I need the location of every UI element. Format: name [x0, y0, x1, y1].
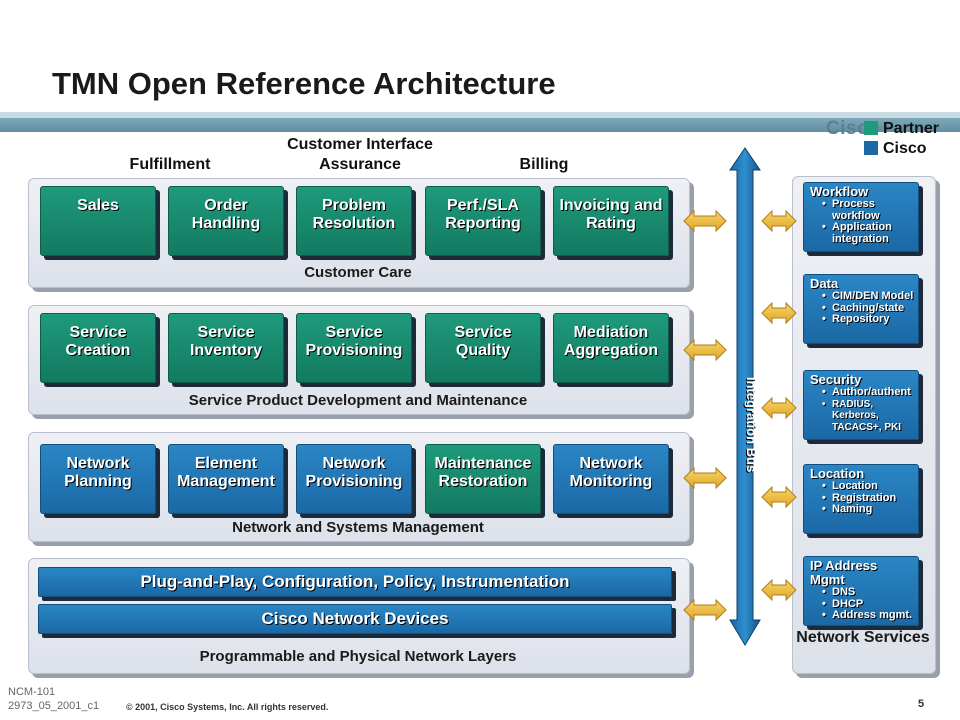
service-item: Naming	[822, 503, 914, 516]
service-item: Process workflow	[822, 198, 914, 222]
service-item: Repository	[822, 313, 914, 326]
service-item: DHCP	[822, 598, 914, 611]
service-item: Application integration	[822, 221, 914, 245]
box-sales: Sales	[40, 186, 156, 256]
service-ip-address-mgmt: IP Address Mgmt DNS DHCP Address mgmt.	[803, 556, 919, 626]
arrow-network-mgmt	[683, 466, 727, 490]
service-item: Registration	[822, 492, 914, 505]
network-services-label: Network Services	[796, 629, 930, 646]
arrow-physical	[683, 598, 727, 622]
column-billing: Billing	[519, 156, 569, 173]
service-workflow: Workflow Process workflow Application in…	[803, 182, 919, 252]
arrow-data	[761, 301, 797, 325]
footer-code: 2973_05_2001_c1	[8, 700, 100, 712]
legend-label-cisco: Cisco	[883, 140, 927, 157]
arrow-security	[761, 396, 797, 420]
box-network-provisioning: Network Provisioning	[296, 444, 412, 514]
box-service-provisioning: Service Provisioning	[296, 313, 412, 383]
box-service-inventory: Service Inventory	[168, 313, 284, 383]
service-data: Data CIM/DEN Model Caching/state Reposit…	[803, 274, 919, 344]
box-maintenance-restoration: Maintenance Restoration	[425, 444, 541, 514]
arrow-ip-address	[761, 578, 797, 602]
legend-label-partner: Partner	[883, 120, 940, 137]
service-item: CIM/DEN Model	[822, 290, 914, 303]
box-mediation-aggregation: Mediation Aggregation	[553, 313, 669, 383]
column-assurance: Assurance	[319, 156, 401, 173]
arrow-location	[761, 485, 797, 509]
service-item: RADIUS, Kerberos, TACACS+, PKI	[822, 399, 914, 434]
box-problem-resolution: Problem Resolution	[296, 186, 412, 256]
box-element-management: Element Management	[168, 444, 284, 514]
header-band	[0, 118, 960, 132]
box-network-monitoring: Network Monitoring	[553, 444, 669, 514]
layer-label-customer-care: Customer Care	[304, 264, 412, 281]
integration-bus-label: Integration Bus	[744, 377, 759, 473]
arrow-customer-care	[683, 209, 727, 233]
box-network-planning: Network Planning	[40, 444, 156, 514]
service-item: Location	[822, 480, 914, 493]
service-security: Security Author/authent RADIUS, Kerberos…	[803, 370, 919, 440]
layer-label-service: Service Product Development and Maintena…	[188, 392, 528, 409]
service-item: DNS	[822, 586, 914, 599]
service-item: Caching/state	[822, 302, 914, 315]
box-service-quality: Service Quality	[425, 313, 541, 383]
layer-label-network-mgmt: Network and Systems Management	[232, 519, 484, 536]
slide-title: TMN Open Reference Architecture	[52, 66, 556, 101]
footer-page-number: 5	[918, 698, 925, 710]
box-service-creation: Service Creation	[40, 313, 156, 383]
header-band-light	[0, 112, 960, 118]
legend-swatch-cisco	[864, 141, 878, 155]
footer-course: NCM-101	[8, 686, 56, 698]
bar-cisco-network-devices: Cisco Network Devices	[38, 604, 672, 634]
layer-label-physical: Programmable and Physical Network Layers	[199, 648, 517, 665]
service-item: Author/authent	[822, 386, 914, 399]
arrow-workflow	[761, 209, 797, 233]
column-customer-interface: Customer Interface	[287, 136, 433, 153]
integration-bus-arrow	[729, 147, 761, 646]
box-invoicing-rating: Invoicing and Rating	[553, 186, 669, 256]
column-fulfillment: Fulfillment	[129, 156, 211, 173]
arrow-service	[683, 338, 727, 362]
bar-plug-and-play: Plug-and-Play, Configuration, Policy, In…	[38, 567, 672, 597]
footer-copyright: © 2001, Cisco Systems, Inc. All rights r…	[126, 702, 329, 712]
service-location: Location Location Registration Naming	[803, 464, 919, 534]
legend-swatch-partner	[864, 121, 878, 135]
box-perf-sla-reporting: Perf./SLA Reporting	[425, 186, 541, 256]
service-item: Address mgmt.	[822, 609, 914, 622]
box-order-handling: Order Handling	[168, 186, 284, 256]
